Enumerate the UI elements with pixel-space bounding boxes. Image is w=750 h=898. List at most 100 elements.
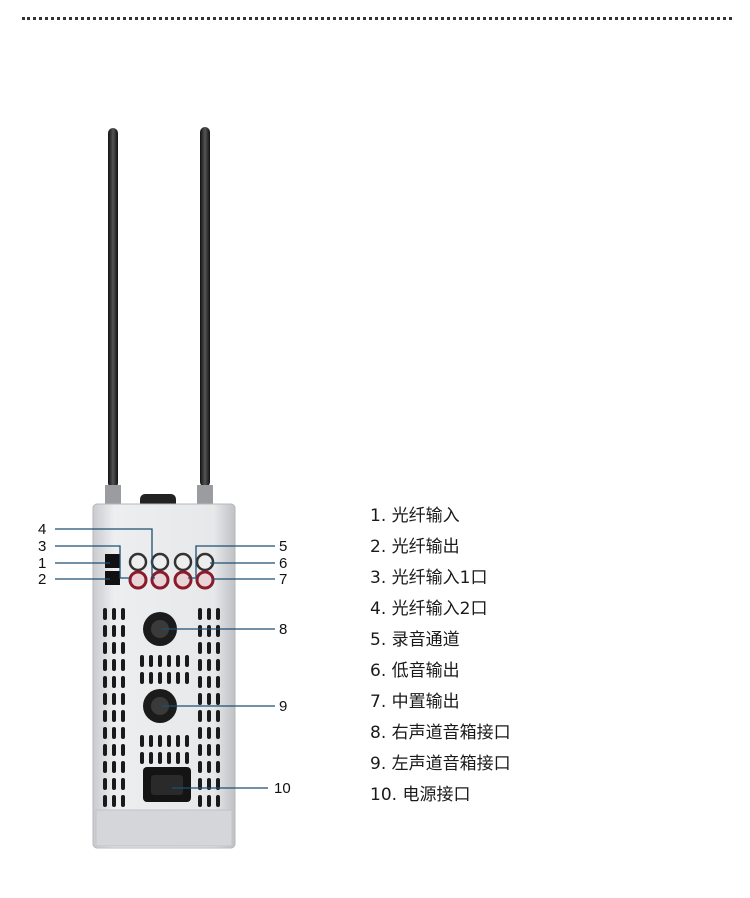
vent-slot [198, 625, 202, 637]
vent-slot [185, 655, 189, 667]
vent-slot [198, 676, 202, 688]
legend-item: 4. 光纤输入2口 [370, 599, 488, 619]
callout-lines [55, 528, 275, 789]
vent-slot [121, 659, 125, 671]
vent-slot [121, 608, 125, 620]
vent-slot [140, 672, 144, 684]
antenna-left [105, 128, 121, 505]
vent-slot [112, 642, 116, 654]
vent-slot [103, 642, 107, 654]
callout-7: 7 [279, 571, 287, 588]
vent-slot [103, 744, 107, 756]
rca-connectors [128, 552, 215, 590]
vent-slot [112, 693, 116, 705]
vent-slot [149, 655, 153, 667]
vent-slot [198, 761, 202, 773]
optical-output-port [105, 571, 120, 585]
legend-item: 7. 中置输出 [370, 692, 460, 712]
vent-slot [216, 761, 220, 773]
vent-slot [140, 655, 144, 667]
legend-item: 2. 光纤输出 [370, 537, 460, 557]
vent-slot [216, 693, 220, 705]
vent-slot [158, 752, 162, 764]
vent-slot [140, 735, 144, 747]
vent-slot [112, 608, 116, 620]
callout-10: 10 [274, 780, 291, 797]
vent-slot [198, 608, 202, 620]
vent-slot [216, 744, 220, 756]
vent-slot [103, 727, 107, 739]
vent-slot [216, 676, 220, 688]
callout-1: 1 [38, 555, 46, 572]
vent-slot [112, 727, 116, 739]
vent-slot [158, 655, 162, 667]
vent-slot [167, 752, 171, 764]
legend-item: 1. 光纤输入 [370, 506, 460, 526]
callout-3: 3 [38, 538, 46, 555]
legend-item: 8. 右声道音箱接口 [370, 723, 511, 743]
vent-slot [121, 778, 125, 790]
vent-slot [112, 744, 116, 756]
vent-slot [121, 710, 125, 722]
vent-slot [103, 778, 107, 790]
vent-slot [207, 608, 211, 620]
speakon-right-connector [143, 612, 177, 646]
vent-slot [207, 693, 211, 705]
vent-slot [207, 710, 211, 722]
rca-red-jack [195, 570, 215, 590]
vent-slot [112, 778, 116, 790]
vent-slot [103, 710, 107, 722]
vent-slot [207, 676, 211, 688]
vent-slot [112, 625, 116, 637]
speakon-left-connector [143, 689, 177, 723]
vent-slot [176, 655, 180, 667]
vent-slot [176, 672, 180, 684]
vent-slot [207, 659, 211, 671]
vent-slot [198, 710, 202, 722]
vent-slot [149, 752, 153, 764]
legend-item: 6. 低音输出 [370, 661, 460, 681]
vent-slot [207, 642, 211, 654]
vent-slot [207, 761, 211, 773]
vent-slot [207, 744, 211, 756]
vent-slot [103, 795, 107, 807]
vent-slot [112, 710, 116, 722]
vent-slot [185, 752, 189, 764]
legend-item: 10. 电源接口 [370, 785, 471, 805]
vent-slot [121, 744, 125, 756]
rca-white-jack [150, 552, 170, 572]
vent-slot [198, 693, 202, 705]
power-inlet [143, 767, 191, 802]
legend-item: 9. 左声道音箱接口 [370, 754, 511, 774]
vent-slot [112, 761, 116, 773]
vent-slot [207, 795, 211, 807]
vent-slot [121, 642, 125, 654]
callout-5: 5 [279, 538, 287, 555]
vent-slot [207, 625, 211, 637]
vent-slot [216, 625, 220, 637]
vent-slot [121, 727, 125, 739]
vent-slot [167, 655, 171, 667]
vent-slot [121, 761, 125, 773]
vent-slot [198, 795, 202, 807]
callout-numbers: 1 2 3 4 5 6 7 8 9 10 [38, 521, 291, 797]
vent-slot [216, 727, 220, 739]
callout-6: 6 [279, 555, 287, 572]
optical-input-port [105, 554, 120, 568]
legend-item: 5. 录音通道 [370, 630, 460, 650]
vent-slot [216, 795, 220, 807]
vent-slot [198, 642, 202, 654]
vent-slot [167, 735, 171, 747]
vent-slot [121, 795, 125, 807]
vent-slot [198, 659, 202, 671]
vent-slot [185, 672, 189, 684]
rca-white-jack [128, 552, 148, 572]
vent-slot [112, 795, 116, 807]
dotted-divider [22, 17, 732, 20]
vent-slot [112, 676, 116, 688]
vent-slot [207, 778, 211, 790]
vent-slot [216, 642, 220, 654]
vent-slot [158, 735, 162, 747]
legend-item: 3. 光纤输入1口 [370, 568, 488, 588]
vent-slot [167, 672, 171, 684]
